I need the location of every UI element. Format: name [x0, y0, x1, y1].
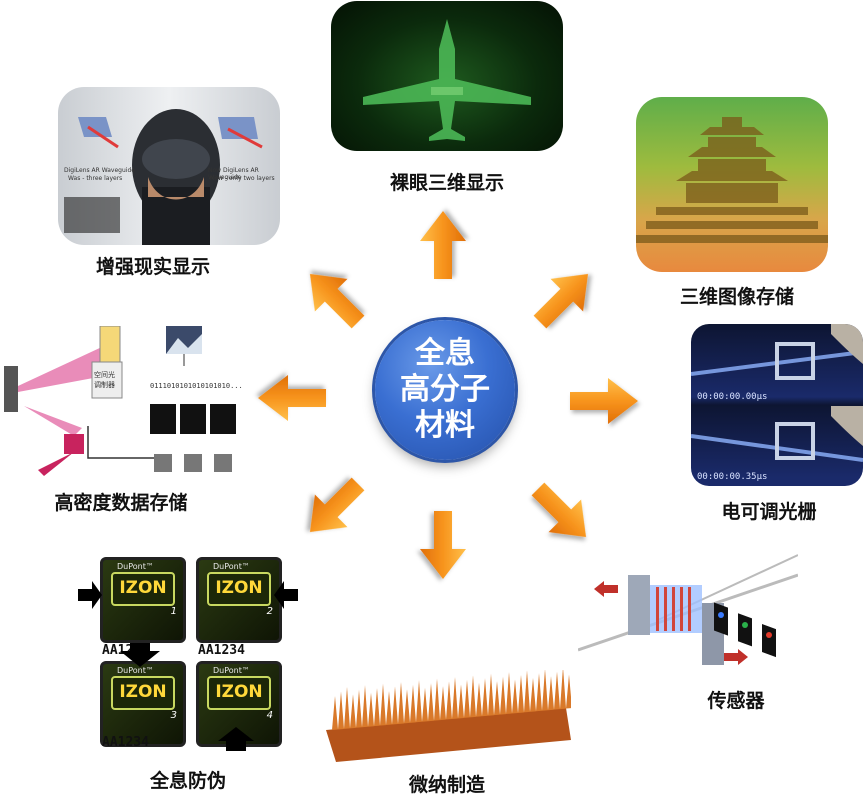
- arrow-up-right: [524, 258, 605, 339]
- ridge-spike: [386, 691, 392, 726]
- ridge-spike: [356, 689, 362, 728]
- center-line-1: 全息: [415, 336, 475, 371]
- label-anti-counterfeit: 全息防伪: [149, 770, 227, 792]
- label-sensor: 传感器: [707, 690, 765, 712]
- izon-code-2: AA1234: [198, 643, 245, 658]
- ridge-spike: [344, 686, 350, 729]
- arrow-up-left: [294, 258, 375, 339]
- ridge-spike: [536, 673, 542, 712]
- izon-chip-2: DuPont™ IZON 2: [196, 557, 282, 643]
- ridge-spike: [446, 681, 452, 720]
- storage-slm-label-1: 空间光: [94, 371, 115, 379]
- temple-hologram-image: [636, 97, 828, 272]
- ridge-spike: [488, 673, 494, 716]
- ridge-spike: [524, 670, 530, 713]
- storage-slm-label-2: 调制器: [94, 381, 115, 389]
- sensor-diagram: [577, 545, 799, 680]
- ridge-spike: [548, 676, 554, 711]
- ridge-spike: [362, 685, 368, 728]
- izon-chip-1: DuPont™ IZON 1: [100, 557, 186, 643]
- grating-time-top: 00:00:00.00μs: [697, 392, 768, 402]
- micro-nano-image: [326, 667, 572, 762]
- center-line-2: 高分子: [400, 372, 490, 407]
- ridge-spike: [374, 688, 380, 727]
- ridge-spike: [452, 677, 458, 719]
- ridge-spike: [506, 672, 512, 715]
- ar-left-sub: Was - three layers: [68, 175, 123, 182]
- ridge-spike: [338, 691, 344, 730]
- label-data-storage: 高密度数据存储: [54, 492, 188, 514]
- ridge-spike: [518, 674, 524, 713]
- label-micro-nano: 微纳制造: [408, 774, 486, 796]
- ridge-spike: [440, 686, 446, 721]
- label-tunable-grating: 电可调光栅: [721, 501, 817, 523]
- izon-code-3: AA1234: [102, 735, 149, 750]
- ridge-spike: [422, 687, 428, 722]
- storage-bits: 0111010101010101010...: [150, 382, 243, 390]
- ridge-spike: [458, 684, 464, 719]
- ridge-spike: [332, 696, 338, 730]
- label-ar-display: 增强现实显示: [95, 256, 211, 278]
- arrow-down-left: [294, 468, 375, 549]
- ridge-spike: [470, 675, 476, 718]
- grating-time-bottom: 00:00:00.35μs: [697, 472, 768, 482]
- center-node: 全息 高分子 材料: [375, 320, 515, 460]
- ridge-spike: [554, 671, 560, 710]
- arrow-up: [420, 211, 466, 279]
- anti-counterfeit-panel: DuPont™ IZON 1 AA1234 DuPont™ IZON 2 AA1…: [78, 555, 298, 755]
- ridge-spike: [494, 681, 500, 716]
- arrow-down-right: [522, 473, 603, 554]
- ridge-spike: [434, 678, 440, 721]
- ridge-spike: [380, 683, 386, 726]
- ridge-spike: [398, 681, 404, 724]
- arrow-right: [570, 378, 638, 424]
- center-line-3: 材料: [415, 408, 475, 443]
- ridge-spike: [368, 692, 374, 727]
- ridge-spike: [476, 682, 482, 717]
- ridge-spike: [500, 676, 506, 715]
- ridge-spike: [542, 668, 548, 711]
- data-storage-diagram: 0111010101010101010... 空间光 调制器: [4, 325, 243, 476]
- label-3d-storage: 三维图像存储: [679, 286, 795, 308]
- ridge-spike: [428, 683, 434, 722]
- ar-display-image: DigiLens AR Waveguide Was - three layers…: [58, 87, 280, 245]
- arrow-left: [258, 375, 326, 421]
- ridge-spike: [530, 677, 536, 712]
- ridge-spike: [566, 674, 572, 709]
- ridge-spike: [482, 678, 488, 717]
- label-3d-display: 裸眼三维显示: [389, 172, 505, 194]
- ar-right-caption: Now DigiLens AR Waveguide: [208, 167, 259, 181]
- ridge-spike: [392, 686, 398, 725]
- ridge-spike: [512, 679, 518, 714]
- hologram-display-image: [331, 1, 563, 151]
- ridge-spike: [416, 680, 422, 723]
- ar-left-caption: DigiLens AR Waveguide: [64, 167, 135, 174]
- tunable-grating-image: 00:00:00.00μs 00:00:00.35μs: [691, 324, 863, 486]
- ridge-spike: [560, 667, 566, 710]
- ar-right-sub: Now - only two layers: [210, 175, 275, 182]
- ridge-spike: [404, 689, 410, 724]
- black-arrows: [78, 581, 298, 751]
- ridge-spike: [410, 684, 416, 723]
- arrow-down: [420, 511, 466, 579]
- ridge-spike: [350, 694, 356, 729]
- ridge-spike: [464, 679, 470, 718]
